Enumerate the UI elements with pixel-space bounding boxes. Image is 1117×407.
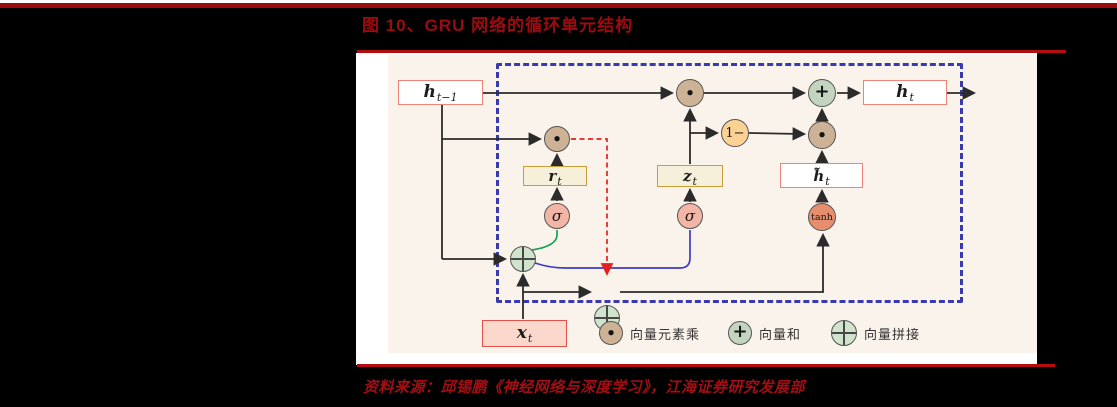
update-multiply-circle: • bbox=[676, 79, 704, 107]
update-gate-box: zt bbox=[657, 165, 723, 187]
sigma-label: σ bbox=[684, 207, 696, 225]
reset-gate-label: rt bbox=[548, 167, 561, 188]
update-gate-sub: t bbox=[692, 175, 697, 188]
legend-cross-circle-icon bbox=[831, 320, 858, 346]
figure-title: 图 10、GRU 网络的循环单元结构 bbox=[362, 16, 634, 35]
candidate-state-box: h̃t bbox=[780, 163, 863, 188]
reset-gate-main: r bbox=[548, 167, 557, 185]
concat1-circle bbox=[510, 246, 536, 272]
legend-label-concat: 向量拼接 bbox=[864, 326, 921, 342]
plus-icon: + bbox=[814, 81, 830, 102]
top-red-rule bbox=[0, 3, 1117, 8]
tanh-label: tanh bbox=[811, 211, 833, 223]
reset-gate-box: rt bbox=[523, 166, 587, 188]
x-t-input-box: xt bbox=[482, 320, 567, 347]
dot-icon: • bbox=[817, 126, 827, 144]
top-margin-strip bbox=[0, 0, 1117, 3]
h-prev-box: ht−1 bbox=[398, 80, 483, 105]
source-red-rule bbox=[357, 364, 1055, 367]
reset-multiply-circle: • bbox=[544, 126, 570, 152]
legend-label-elementwise: 向量元素乘 bbox=[630, 326, 701, 342]
title-underline-rule bbox=[357, 50, 1066, 53]
legend-dot-circle-icon: • bbox=[599, 321, 623, 345]
dot-icon: • bbox=[685, 84, 695, 102]
h-t-label: ht bbox=[896, 82, 914, 104]
one-minus-circle: 1− bbox=[721, 119, 749, 147]
gru-cell-dashed-boundary bbox=[496, 63, 963, 303]
h-prev-main: h bbox=[423, 82, 436, 102]
add-circle: + bbox=[808, 79, 836, 107]
one-minus-label: 1− bbox=[725, 125, 745, 141]
candidate-state-label: h̃t bbox=[813, 166, 829, 187]
plus-icon: + bbox=[732, 321, 748, 342]
sigma-label: σ bbox=[551, 207, 563, 225]
dot-icon: • bbox=[552, 130, 562, 148]
h-t-sub: t bbox=[909, 91, 914, 104]
sigma1-circle: σ bbox=[544, 203, 570, 229]
update-gate-main: z bbox=[683, 167, 692, 185]
reset-gate-sub: t bbox=[557, 175, 562, 188]
x-t-sub: t bbox=[527, 332, 533, 345]
legend: • 向量元素乘 + 向量和 向量拼接 bbox=[599, 319, 920, 347]
candidate-state-sub: t bbox=[825, 174, 830, 188]
sigma2-circle: σ bbox=[677, 203, 703, 229]
source-text: 资料来源：邱锡鹏《神经网络与深度学习》，江海证券研究发展部 bbox=[363, 379, 806, 396]
h-t-box: ht bbox=[863, 80, 947, 105]
h-prev-sub: t−1 bbox=[436, 91, 458, 104]
x-t-label: xt bbox=[516, 323, 533, 345]
dot-icon: • bbox=[606, 324, 616, 342]
h-prev-label: ht−1 bbox=[423, 82, 458, 104]
legend-plus-circle-icon: + bbox=[728, 321, 753, 345]
candidate-multiply-circle: • bbox=[808, 121, 836, 149]
legend-label-sum: 向量和 bbox=[759, 326, 802, 342]
update-gate-label: zt bbox=[683, 167, 697, 188]
tanh-circle: tanh bbox=[808, 203, 836, 231]
candidate-state-main: h̃ bbox=[813, 166, 825, 185]
x-t-main: x bbox=[516, 323, 527, 343]
h-t-main: h bbox=[896, 82, 909, 102]
